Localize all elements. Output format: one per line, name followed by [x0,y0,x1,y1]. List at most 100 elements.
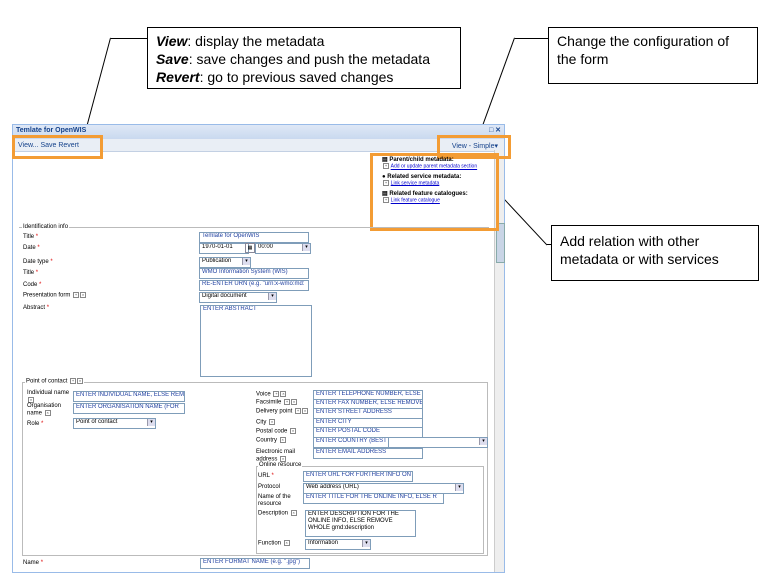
leader-line [500,195,548,246]
protocol-label: Protocol [258,484,281,490]
code-label: Code * [23,282,42,288]
callout-relation: Add relation with other metadata or with… [551,225,759,281]
highlight-relations [370,153,499,231]
format-name-label: Name * [23,560,44,566]
service-link[interactable]: Link service metadata [390,180,440,187]
datetype-label: Date type * [23,259,53,265]
leader-line [479,37,515,134]
presform-select[interactable]: Digital document▾ [199,292,277,303]
add-icon: + [383,179,389,186]
chevron-down-icon: ▾ [494,143,498,150]
desc-textarea[interactable]: ENTER DESCRIPTION FOR THE ONLINE INFO, E… [305,510,416,537]
chevron-down-icon: ▾ [302,244,310,251]
callout-relation-text: Add relation with other metadata or with… [560,233,719,267]
country-field[interactable]: ENTER COUNTRY (BEST [313,437,393,448]
chevron-down-icon: ▾ [479,438,487,445]
online-legend: Online resource [258,462,303,468]
role-label: Role * [27,421,44,427]
chevron-down-icon: ▾ [362,540,370,547]
calendar-icon[interactable]: ▦ [245,243,255,253]
docs-icon: ▤ [382,157,388,163]
date-field[interactable]: 1970-01-01 [199,243,249,254]
function-select[interactable]: Information▾ [305,539,371,550]
add-icon: + [383,163,389,169]
email-field[interactable]: ENTER EMAIL ADDRESS [313,448,423,459]
highlight-view-mode [437,135,511,159]
datetype-select[interactable]: Publication▾ [199,257,251,268]
toolbar: View... Save Revert View - Simple▾ [13,139,504,152]
view-word: View [156,33,188,49]
scroll-thumb[interactable] [496,223,505,263]
globe-icon: ● [382,173,386,180]
relation-service: ● Related service metadata: + Link servi… [382,174,492,187]
window-titlebar: Temlate for OpenWIS □ ✕ [13,125,504,139]
docs-icon: ▤ [382,191,388,198]
org-label: Organisation name × [27,403,62,417]
resname-label: Name of the resource [258,494,291,507]
indiv-field[interactable]: ENTER INDIVIDUAL NAME, ELSE REMOVE [73,391,185,402]
view-desc: : display the metadata [187,33,325,49]
save-desc: : save changes and push the metadata [188,51,430,67]
code-field[interactable]: RE-ENTER URN (e.g. "urn:x-wmo:md: [199,280,309,291]
revert-word: Revert [156,69,200,85]
relation-feature: ▤ Related feature catalogues: + Link fea… [382,190,492,204]
view-mode-menu[interactable]: View - Simple▾ [452,142,498,150]
format-name-field[interactable]: ENTER FORMAT NAME (e.g. ".jpg") [200,558,310,569]
function-label: Function × [258,540,290,547]
online-fieldset [256,466,484,554]
relations-panel: ▤ Parent/child metadata: + Add or update… [382,156,492,204]
editor-window: Temlate for OpenWIS □ ✕ View... Save Rev… [12,124,505,573]
postal-label: Postal code × [256,428,297,435]
indiv-label: Individual name × [27,390,70,403]
title-label: Title * [23,234,39,240]
presform-label: Presentation form +× [23,292,87,299]
window-controls[interactable]: □ ✕ [488,127,501,134]
feature-link[interactable]: Link feature catalogue [390,197,440,204]
city-label: City × [256,419,276,426]
contact-fieldset [22,382,488,556]
highlight-toolbar-actions [12,135,103,159]
callout-config-text: Change the configuration of the form [557,33,730,67]
add-icon: + [383,197,389,204]
date-label: Date * [23,245,40,251]
chevron-down-icon: ▾ [455,484,463,491]
leader-line [83,37,111,137]
abstract-label: Abstract * [23,305,50,311]
parent-link[interactable]: Add or update parent metadata section [390,163,478,170]
title2-label: Title * [23,270,39,276]
title2-field[interactable]: WMO Information System (WIS) [199,268,309,279]
role-select[interactable]: Point of contact▾ [73,418,156,429]
abstract-textarea[interactable]: ENTER ABSTRACT [200,305,312,377]
feature-title: Related feature catalogues: [389,191,468,198]
parent-title: Parent/child metadata: [389,157,454,163]
save-word: Save [156,51,189,67]
callout-toolbar-actions: View: display the metadata Save: save ch… [147,27,461,89]
chevron-down-icon: ▾ [268,293,276,300]
url-label: URL * [258,473,274,479]
title-field[interactable]: Temlate for OpenWIS [199,232,309,243]
country-select[interactable]: ▾ [388,437,488,448]
identification-fieldset [19,227,489,568]
time-select[interactable]: 00:00▾ [255,243,311,254]
chevron-down-icon: ▾ [242,258,250,265]
service-title: Related service metadata: [387,173,462,180]
delivery-label: Delivery point +× [256,408,309,415]
email-label: Electronic mail address × [256,449,296,463]
resname-field[interactable]: ENTER TITLE FOR THE ONLINE INFO, ELSE R [303,493,444,504]
toolbar-actions[interactable]: View... Save Revert [18,142,79,149]
view-mode-label: View - Simple [451,143,495,150]
scrollbar[interactable] [494,150,505,572]
relation-parent: ▤ Parent/child metadata: + Add or update… [382,156,492,170]
url-field[interactable]: ENTER URL FOR FURTHER INFO ON [303,471,413,482]
revert-desc: : go to previous saved changes [199,69,394,85]
callout-config: Change the configuration of the form [548,27,758,84]
identification-legend: Identification info [22,224,70,230]
fax-label: Facsimile +× [256,399,298,406]
leader-line [515,38,548,39]
org-field[interactable]: ENTER ORGANISATION NAME (FOR [73,403,185,414]
chevron-down-icon: ▾ [147,419,155,426]
country-label: Country × [256,437,286,444]
leader-line [547,244,551,245]
desc-label: Description × [258,510,297,517]
contact-legend: Point of contact +× [25,378,85,385]
